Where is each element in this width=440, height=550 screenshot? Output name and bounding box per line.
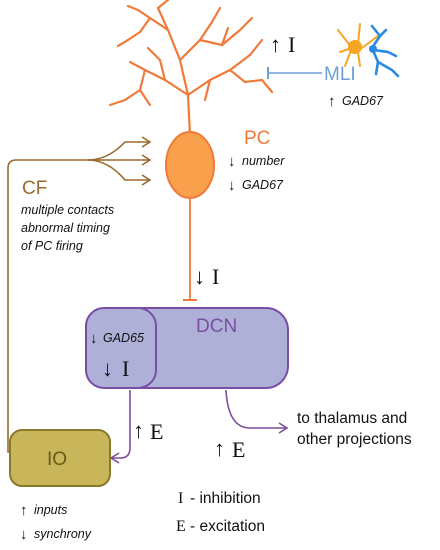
- io-inputs-label: inputs: [34, 503, 67, 517]
- pc-gad-label: GAD67: [242, 178, 284, 192]
- purkinje-dendritic-tree: [108, 0, 274, 137]
- legend-excitation-text: - excitation: [190, 518, 265, 535]
- mli-label: MLI: [324, 64, 356, 85]
- pc-to-dcn-inhibition-label: I: [212, 264, 219, 289]
- mli-gad-label: GAD67: [342, 94, 384, 108]
- climbing-fiber: [7, 136, 152, 453]
- pc-label: PC: [244, 128, 270, 149]
- cf-note-line2: abnormal timing: [21, 221, 110, 235]
- io-inputs-up-arrow: ↑: [20, 502, 28, 519]
- io-box: [9, 429, 111, 487]
- pc-to-dcn-down-arrow: ↓: [194, 264, 205, 289]
- pc-number-down-arrow: ↓: [228, 153, 236, 170]
- io-synchrony-down-arrow: ↓: [20, 526, 28, 543]
- mli-gad-up-arrow: ↑: [328, 93, 336, 110]
- dcn-out-excitation-label: E: [232, 437, 245, 462]
- dcn-output-arrow: [225, 389, 289, 434]
- purkinje-cell-body: [165, 131, 215, 199]
- mli-inhibition-up-arrow: ↑: [270, 32, 281, 57]
- io-synchrony-label: synchrony: [34, 527, 92, 541]
- mli-cell-icon: [337, 23, 400, 78]
- io-label: IO: [47, 449, 67, 470]
- dcn-label: DCN: [196, 316, 237, 337]
- cf-label: CF: [22, 178, 47, 199]
- mli-inhibition-label: I: [288, 32, 295, 57]
- legend-inhibition-text: - inhibition: [190, 490, 261, 507]
- dcn-to-io-arrow: [109, 390, 131, 464]
- projection-label-line2: other projections: [297, 431, 412, 448]
- dcn-inner-box: [85, 307, 157, 389]
- io-to-dcn-up-arrow: ↑: [133, 418, 144, 443]
- dcn-out-up-arrow: ↑: [214, 436, 225, 461]
- cf-note-line3: of PC firing: [21, 239, 83, 253]
- cf-note-line1: multiple contacts: [21, 203, 114, 217]
- projection-label-line1: to thalamus and: [297, 410, 407, 427]
- legend-excitation-symbol: E: [176, 518, 186, 535]
- dcn-inner-inhibition-label: I: [122, 356, 129, 381]
- pc-gad-down-arrow: ↓: [228, 177, 236, 194]
- dcn-gad-down-arrow: ↓: [90, 330, 98, 347]
- io-to-dcn-excitation-label: E: [150, 419, 163, 444]
- pc-number-label: number: [242, 154, 285, 168]
- dcn-gad-label: GAD65: [103, 331, 144, 345]
- pc-axon: [183, 198, 197, 301]
- mli-to-pc-inhibition: [267, 67, 322, 79]
- legend-inhibition-symbol: I: [178, 490, 183, 507]
- dcn-inner-down-arrow: ↓: [102, 356, 113, 381]
